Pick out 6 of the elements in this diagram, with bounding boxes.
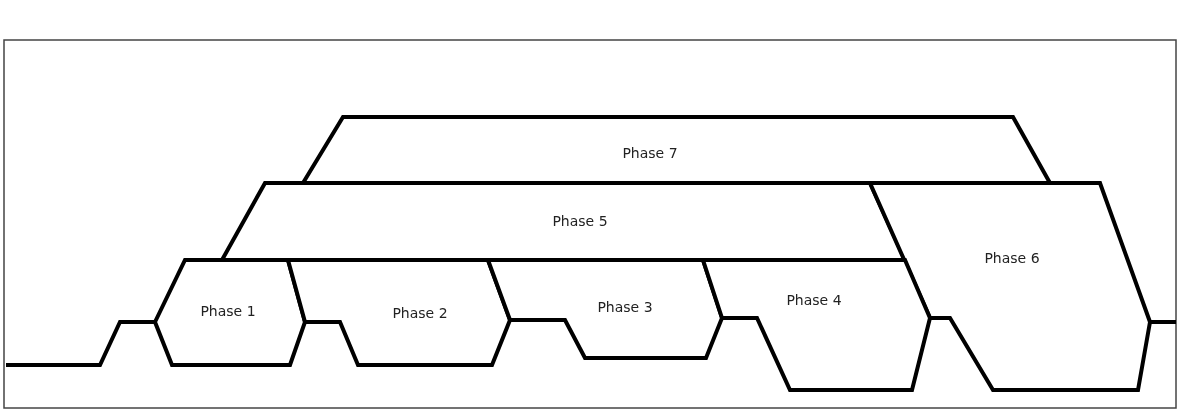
phase-label: Phase 2 <box>392 305 448 321</box>
phase-label: Phase 1 <box>200 303 256 319</box>
phase-label: Phase 4 <box>786 292 842 308</box>
phase-label: Phase 6 <box>984 250 1040 266</box>
phase-label: Phase 3 <box>597 299 653 315</box>
phase-label: Phase 7 <box>622 145 678 161</box>
